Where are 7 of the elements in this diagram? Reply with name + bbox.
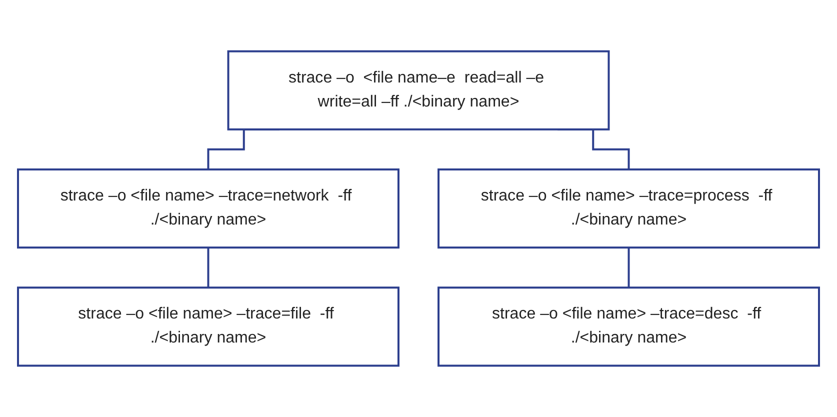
node-box: strace –o <file name> –trace=network -ff ./<binary name> [17, 168, 400, 249]
node-box: strace –o <file name> –trace=desc -ff ./<binary name> [438, 286, 820, 367]
node-box: strace –o <file name–e read=all –e write=all –ff ./<binary name> [227, 50, 610, 130]
node-box: strace –o <file name> –trace=process -ff ./<binary name> [438, 168, 820, 249]
node-box: strace –o <file name> –trace=file -ff ./<binary name> [17, 286, 400, 367]
connector [207, 246, 210, 289]
connector [628, 246, 630, 289]
